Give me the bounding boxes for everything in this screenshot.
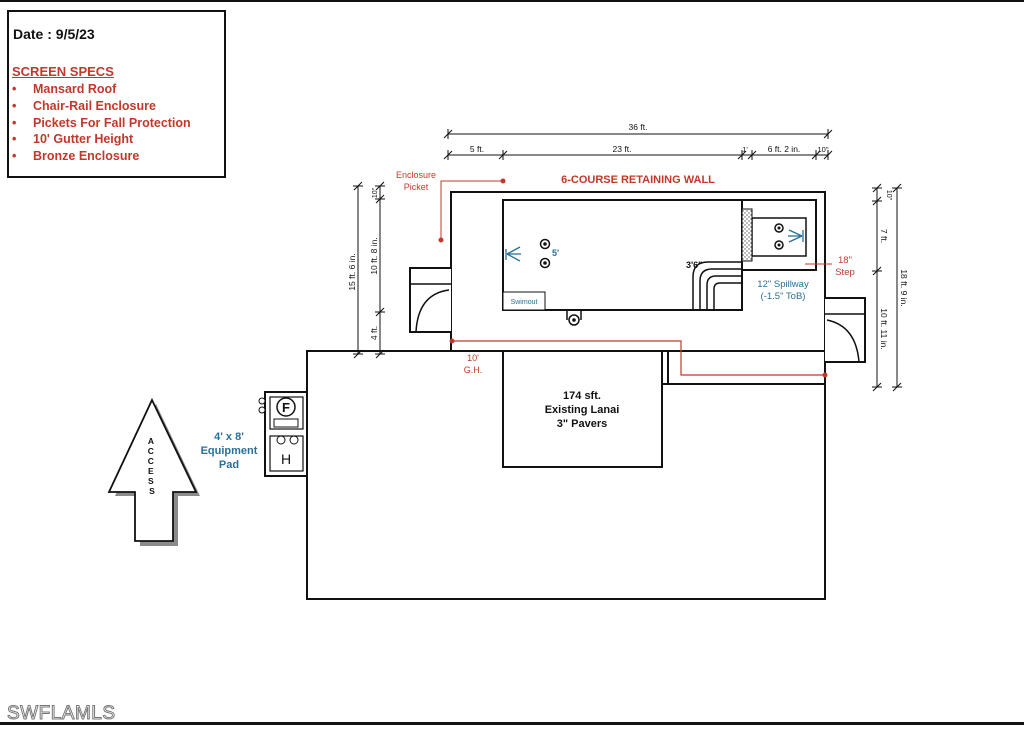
access-letter: C bbox=[148, 446, 154, 456]
top-dimension-total bbox=[443, 129, 833, 139]
access-arrow-icon bbox=[107, 397, 198, 542]
retaining-wall-label: 6-COURSE RETAINING WALL bbox=[561, 174, 715, 186]
spa-light-icon bbox=[788, 229, 804, 243]
top-border bbox=[0, 0, 1024, 2]
equipment-label-line3: Pad bbox=[219, 459, 239, 471]
lanai-label-line3: 3" Pavers bbox=[557, 418, 607, 430]
top-dimension-segments bbox=[443, 150, 833, 160]
lanai-label-line2: Existing Lanai bbox=[545, 404, 620, 416]
spillway-label-line2: (-1.5" ToB) bbox=[761, 291, 806, 302]
access-letter: E bbox=[148, 466, 154, 476]
spillway-label-line1: 12" Spillway bbox=[757, 279, 809, 290]
access-letter: S bbox=[149, 486, 155, 496]
lanai-label-line1: 174 sft. bbox=[563, 390, 601, 402]
dim-right-lower: 10 ft. 11 in. bbox=[879, 308, 889, 349]
right-step bbox=[825, 297, 866, 363]
corner-bench bbox=[692, 261, 742, 310]
spec-item: •Bronze Enclosure bbox=[12, 149, 140, 164]
equip-heater-label: H bbox=[281, 451, 291, 467]
swimout bbox=[502, 291, 546, 311]
step-label-line2: Step bbox=[835, 267, 855, 278]
left-dimension-lines bbox=[353, 181, 385, 359]
screen-specs-title: SCREEN SPECS bbox=[12, 64, 114, 79]
pump-icon bbox=[258, 397, 299, 445]
equipment-label-line1: 4' x 8' bbox=[214, 431, 244, 443]
bottom-border bbox=[0, 722, 1024, 725]
dim-top-seg3: 1' bbox=[742, 145, 748, 154]
gutter-height-line1: 10' bbox=[467, 353, 479, 363]
dim-top-seg4: 6 ft. 2 in. bbox=[768, 144, 801, 154]
access-letter: S bbox=[148, 476, 154, 486]
right-dimension-lines bbox=[872, 183, 902, 392]
left-step bbox=[409, 267, 451, 333]
spec-item: •Pickets For Fall Protection bbox=[12, 115, 191, 130]
gutter-height-line2: G.H. bbox=[464, 365, 483, 375]
dim-top-total: 36 ft. bbox=[629, 122, 648, 132]
date-label: Date : 9/5/23 bbox=[13, 26, 95, 42]
pool-depth-label: 5' bbox=[552, 248, 559, 258]
filter-icon bbox=[276, 397, 296, 417]
dim-left-bottom: 4 ft. bbox=[369, 326, 379, 340]
access-letter: C bbox=[148, 456, 154, 466]
equip-filter-label: F bbox=[282, 400, 290, 415]
mls-watermark: SWFLAMLS bbox=[7, 703, 116, 725]
dim-left-top: 10" bbox=[372, 187, 379, 198]
spec-item: •10' Gutter Height bbox=[12, 132, 134, 147]
dim-top-seg5: 10" bbox=[817, 145, 828, 154]
step-label-line1: 18" bbox=[838, 255, 852, 266]
access-letter: A bbox=[148, 436, 154, 446]
dim-left-middle: 10 ft. 8 in. bbox=[369, 237, 379, 274]
dim-right-top: 10" bbox=[885, 190, 892, 201]
spec-item: •Chair-Rail Enclosure bbox=[12, 98, 156, 113]
dim-right-upper: 7 ft. bbox=[879, 229, 889, 243]
enclosure-picket-label-line1: Enclosure bbox=[396, 170, 436, 180]
skimmer-icon bbox=[566, 310, 582, 326]
swimout-label: Swimout bbox=[511, 299, 538, 306]
enclosure-picket-line bbox=[452, 340, 825, 376]
spec-item: •Mansard Roof bbox=[12, 82, 117, 96]
screen-specs-box: Date : 9/5/23 SCREEN SPECS •Mansard Roof… bbox=[7, 10, 226, 178]
screen-specs-list: •Mansard Roof •Chair-Rail Enclosure •Pic… bbox=[12, 81, 191, 165]
existing-lanai bbox=[502, 350, 663, 468]
dim-top-seg1: 5 ft. bbox=[470, 144, 484, 154]
access-label: A C C E S S bbox=[148, 436, 157, 496]
pool-light-icon bbox=[505, 246, 521, 262]
dim-right-total: 18 ft. 9 in. bbox=[899, 269, 909, 306]
dim-top-seg2: 23 ft. bbox=[613, 144, 632, 154]
dim-left-outer: 15 ft. 6 in. bbox=[347, 253, 357, 290]
equipment-label-line2: Equipment bbox=[201, 445, 258, 457]
enclosure-picket-label-line2: Picket bbox=[404, 182, 429, 192]
bench-label: 3'6" bbox=[686, 260, 702, 270]
